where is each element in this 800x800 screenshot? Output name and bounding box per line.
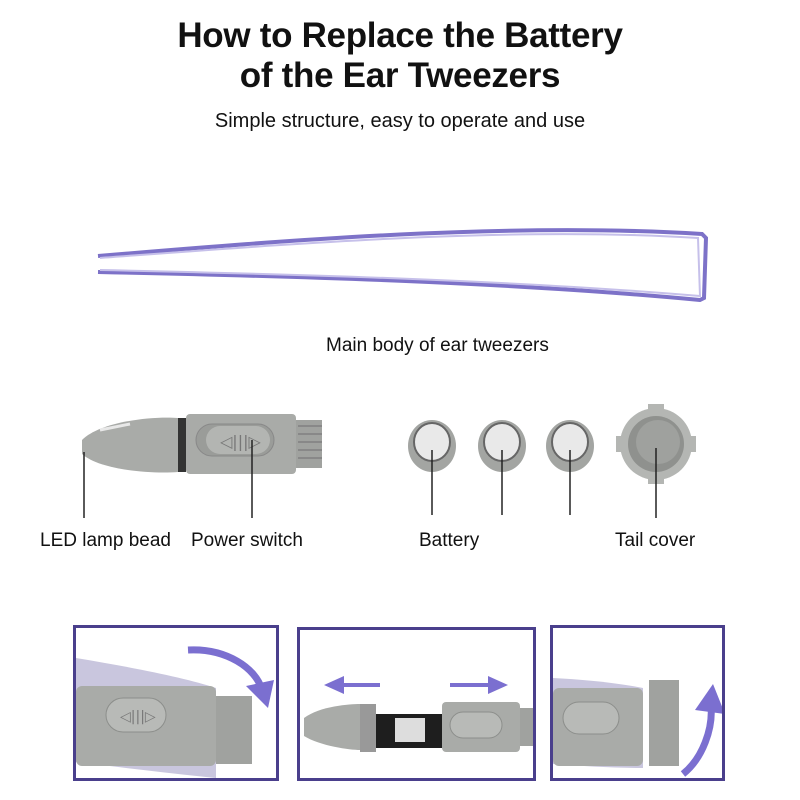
title-line-2: of the Ear Tweezers (239, 56, 561, 95)
led-label: LED lamp bead (40, 530, 171, 551)
tweezers-illustration (97, 228, 709, 303)
power-switch-label: Power switch (191, 530, 303, 551)
tail-cover-label: Tail cover (615, 530, 696, 551)
step-2-separate (297, 627, 536, 781)
step-3-screw-back (550, 625, 725, 781)
subtitle: Simple structure, easy to operate and us… (214, 110, 586, 132)
parts-illustration: ◁|||▷ (82, 404, 696, 518)
led-head (82, 417, 186, 473)
main-body-label: Main body of ear tweezers (326, 335, 549, 356)
batteries (408, 420, 594, 515)
svg-text:◁|||▷: ◁|||▷ (219, 432, 261, 451)
svg-text:◁|||▷: ◁|||▷ (120, 709, 156, 725)
title-line-1: How to Replace the Battery (177, 16, 623, 55)
tail-cover (616, 404, 696, 518)
battery-label: Battery (419, 530, 480, 551)
step-1-unscrew: ◁|||▷ (73, 625, 279, 781)
switch-body: ◁|||▷ (186, 414, 322, 474)
rotate-counterclockwise-arrow-icon (680, 705, 715, 777)
